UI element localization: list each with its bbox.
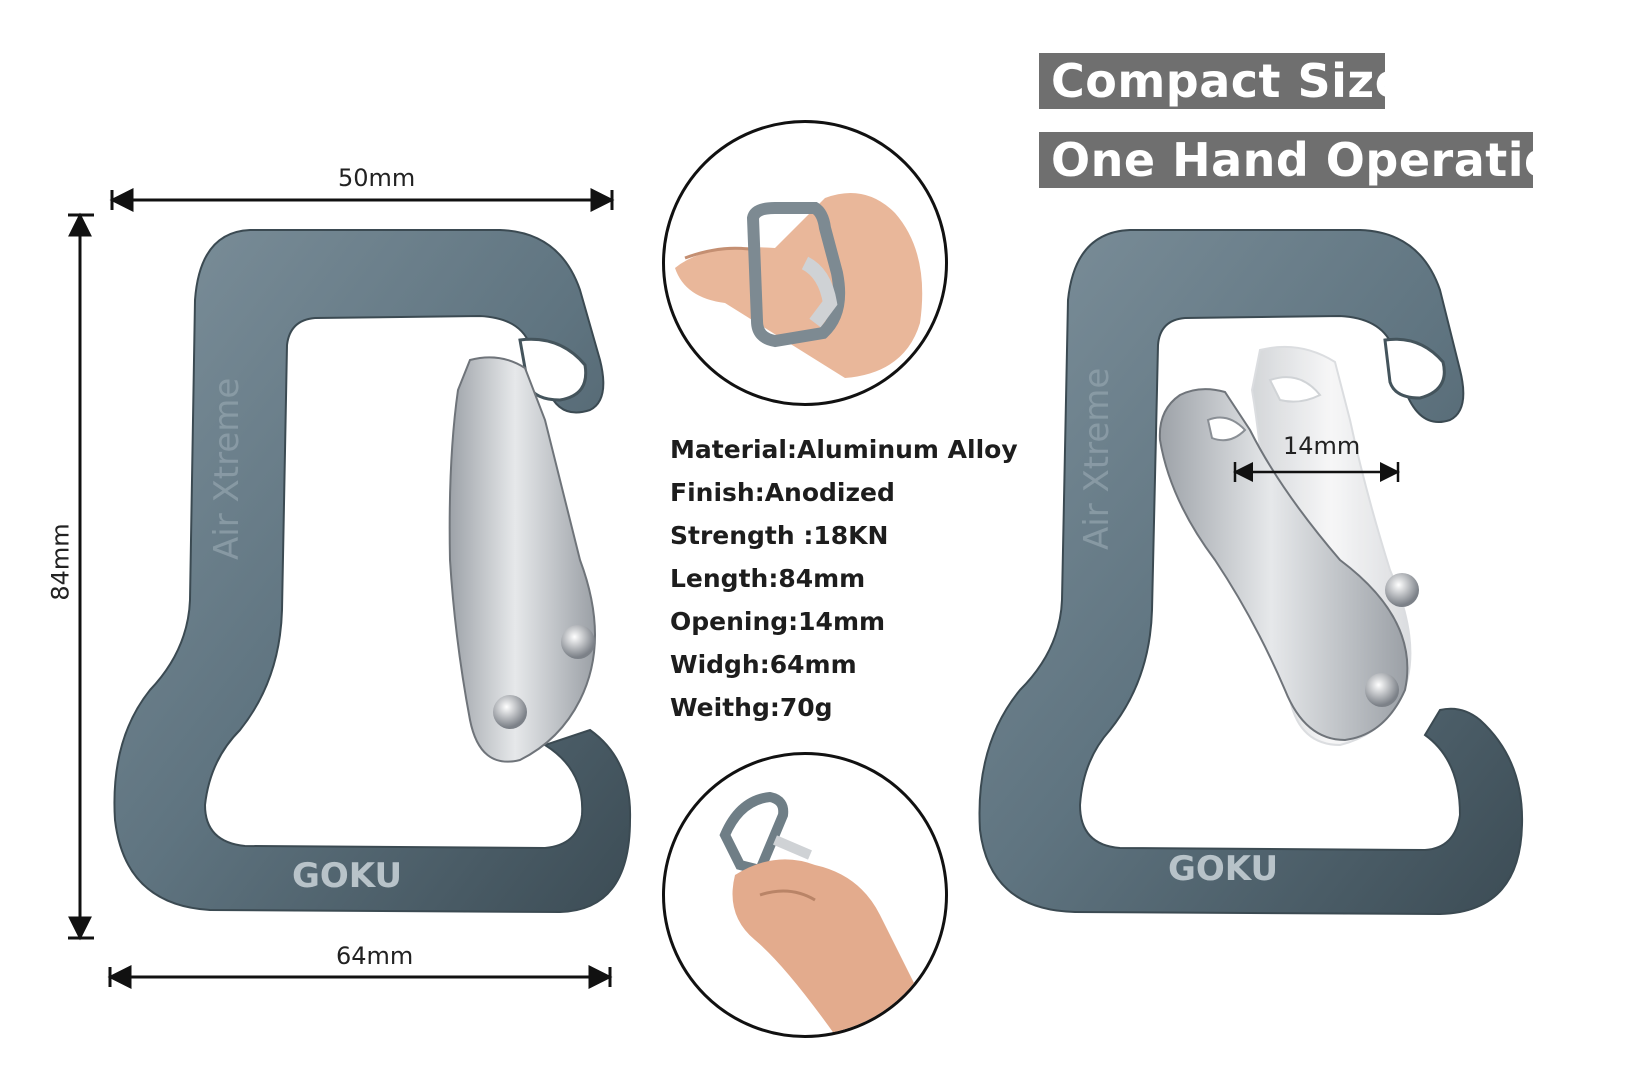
top-width-label: 50mm xyxy=(338,164,416,192)
one-hand-grip-photo xyxy=(662,752,948,1038)
headline-compact-size: Compact Size xyxy=(1039,53,1406,109)
spec-list: Material:Aluminum Alloy Finish:Anodized … xyxy=(670,428,1018,729)
spec-finish: Finish:Anodized xyxy=(670,478,895,507)
spec-material: Material:Aluminum Alloy xyxy=(670,435,1018,464)
carabiner-gate-left xyxy=(448,356,596,763)
spec-weight: Weithg:70g xyxy=(670,693,833,722)
hand-holding-photo xyxy=(662,120,948,406)
spec-width: Widgh:64mm xyxy=(670,650,857,679)
brand-engraving-right: GOKU xyxy=(1168,849,1278,889)
model-engraving-right: Air Xtreme xyxy=(1077,368,1117,550)
headline-one-hand-operation: One Hand Operation xyxy=(1039,132,1589,188)
bottom-width-label: 64mm xyxy=(336,942,414,970)
gate-opening-label: 14mm xyxy=(1283,432,1361,460)
spec-length: Length:84mm xyxy=(670,564,866,593)
model-engraving-left: Air Xtreme xyxy=(207,378,247,560)
spec-opening: Opening:14mm xyxy=(670,607,886,636)
spec-strength: Strength :18KN xyxy=(670,521,889,550)
brand-engraving-left: GOKU xyxy=(292,856,402,896)
